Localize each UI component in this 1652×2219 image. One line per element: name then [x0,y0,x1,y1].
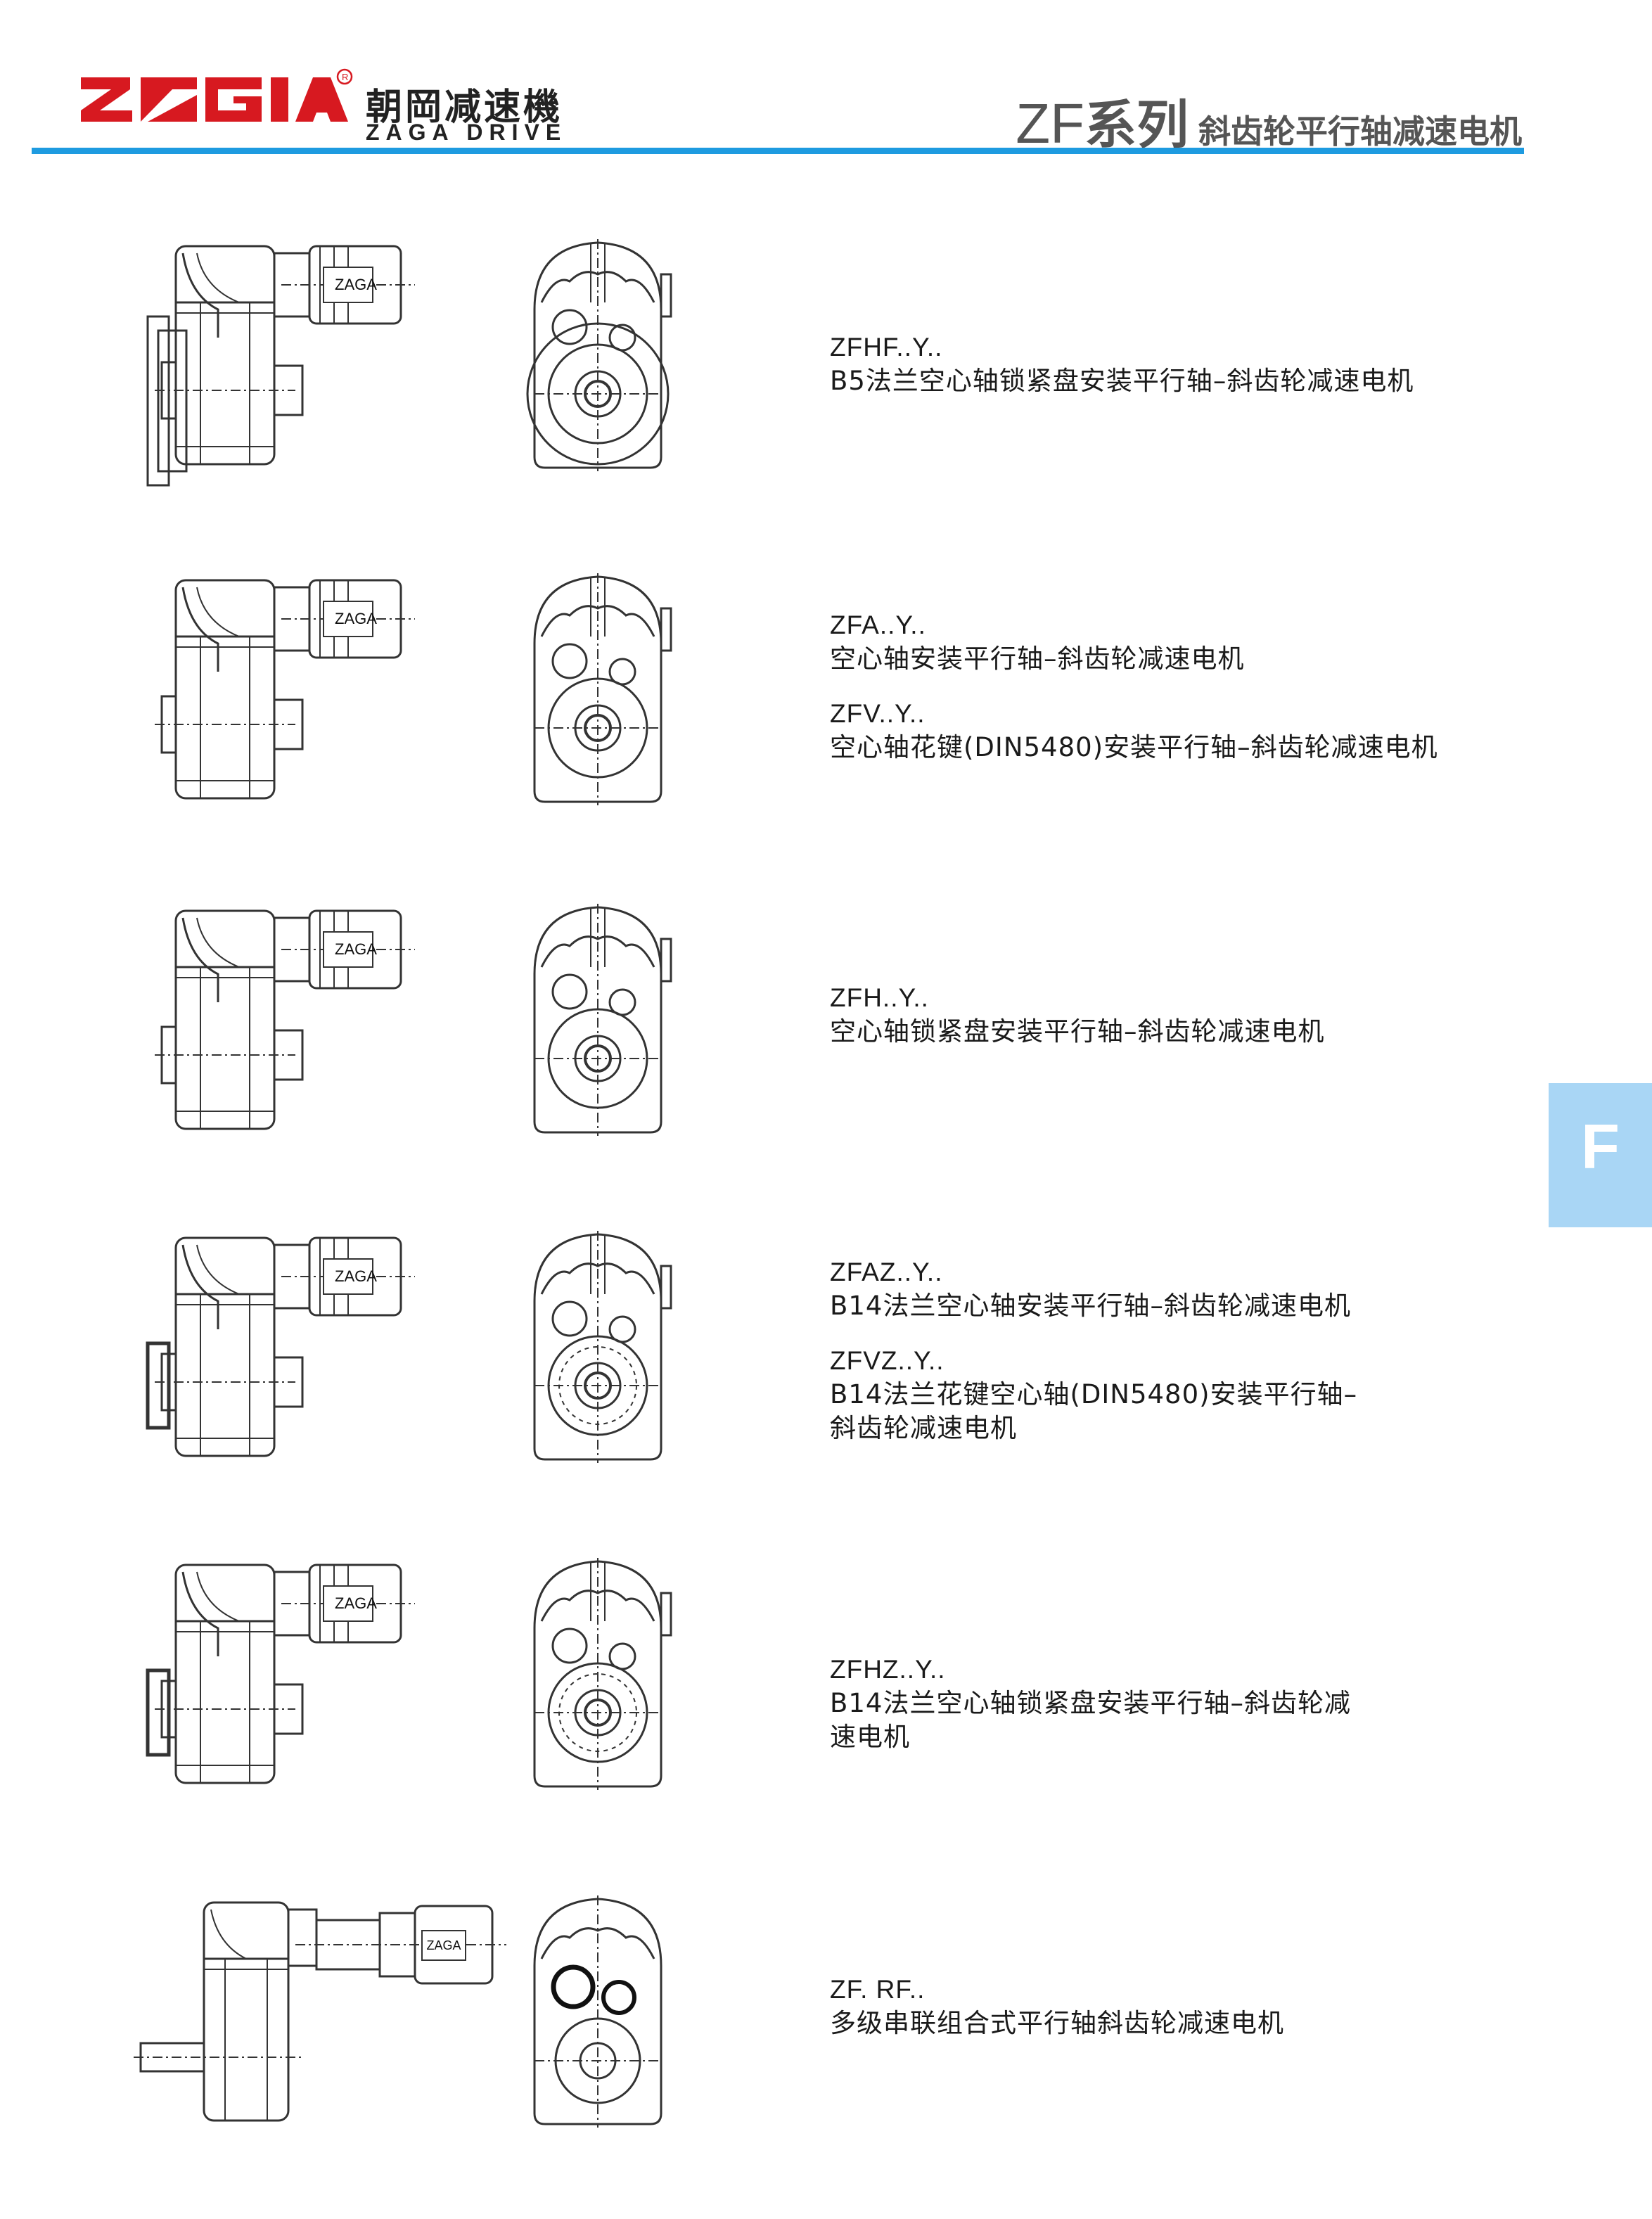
drawing-label: ZAGA [335,1594,377,1612]
brand-name-cn: 朝岡减速機 [366,87,563,129]
model-description: ZFHZ..Y.. B14法兰空心轴锁紧盘安装平行轴–斜齿轮减 速电机 [830,1653,1351,1754]
model-row-2: ZAGA ZFA..Y.. 空心轴安装平行轴–斜齿轮减速电机 ZFV..Y.. … [0,545,1652,826]
drawing-label: ZAGA [335,1267,377,1285]
model-description: ZFAZ..Y.. B14法兰空心轴安装平行轴–斜齿轮减速电机 ZFVZ..Y.… [830,1255,1357,1445]
model-code: ZFAZ..Y.. [830,1258,943,1286]
series-code: ZF [1016,92,1084,155]
brand-name-en: ZAGA DRIVE [366,120,568,145]
model-text: B14法兰花键空心轴(DIN5480)安装平行轴– [830,1379,1358,1409]
front-view-drawing [533,572,672,807]
side-view-drawing: ZAGA [146,245,416,487]
model-code: ZFVZ..Y.. [830,1346,945,1375]
series-word: 系列 [1084,95,1189,155]
front-view-drawing [533,1556,672,1791]
section-tab: F [1549,1083,1652,1227]
model-code: ZF. RF.. [830,1975,926,2004]
zaga-logo: R [77,67,359,133]
model-row-5: ZAGA ZFHZ..Y.. B14法兰空心轴锁紧盘安装平行轴–斜齿轮减 速电机 [0,1530,1652,1825]
front-view-drawing [533,1229,672,1464]
page-header: R 朝岡减速機 ZAGA DRIVE ZF系列斜齿轮平行轴减速电机 [0,0,1652,162]
model-code: ZFHF..Y.. [830,333,943,362]
model-text: 多级串联组合式平行轴斜齿轮减速电机 [830,2008,1284,2038]
model-code: ZFH..Y.. [830,983,929,1012]
model-description: ZF. RF.. 多级串联组合式平行轴斜齿轮减速电机 [830,1973,1284,2040]
model-code: ZFHZ..Y.. [830,1655,946,1684]
model-description: ZFHF..Y.. B5法兰空心轴锁紧盘安装平行轴–斜齿轮减速电机 [830,331,1414,398]
front-view-drawing [526,238,672,473]
side-view-drawing: ZAGA [153,909,416,1130]
model-row-4: ZAGA ZFAZ..Y.. B14法兰空心轴安装平行轴–斜齿轮减速电机 ZFV… [0,1203,1652,1484]
front-view-drawing [533,1895,662,2128]
model-description: ZFH..Y.. 空心轴锁紧盘安装平行轴–斜齿轮减速电机 [830,981,1325,1049]
model-text: B14法兰空心轴安装平行轴–斜齿轮减速电机 [830,1291,1351,1321]
side-view-drawing: ZAGA [146,1563,416,1784]
model-text: B14法兰空心轴锁紧盘安装平行轴–斜齿轮减 [830,1688,1351,1718]
model-text: 空心轴锁紧盘安装平行轴–斜齿轮减速电机 [830,1016,1325,1047]
model-code: ZFV..Y.. [830,699,926,728]
side-view-drawing: ZAGA [134,1901,506,2122]
model-text: 空心轴花键(DIN5480)安装平行轴–斜齿轮减速电机 [830,732,1438,762]
model-text: 速电机 [830,1722,910,1752]
series-description: 斜齿轮平行轴减速电机 [1198,113,1522,151]
side-view-drawing: ZAGA [146,1236,416,1457]
series-title: ZF系列斜齿轮平行轴减速电机 [1016,83,1522,158]
side-view-drawing: ZAGA [153,579,416,800]
drawing-label: ZAGA [335,940,377,958]
model-text: 斜齿轮减速电机 [830,1413,1017,1443]
model-description: ZFA..Y.. 空心轴安装平行轴–斜齿轮减速电机 ZFV..Y.. 空心轴花键… [830,608,1438,765]
model-row-1: ZAGA ZFHF..Y.. B5法兰空心轴锁紧盘安装平行轴–斜齿轮减速电机 [0,211,1652,506]
header-divider [32,148,1524,154]
section-tab-label: F [1581,1112,1620,1182]
model-row-6: ZAGA ZF. RF.. 多级串联组合式平行轴斜齿轮减速电机 [0,1867,1652,2163]
model-row-3: ZAGA ZFH..Y.. 空心轴锁紧盘安装平行轴–斜齿轮减速电机 [0,876,1652,1157]
model-code: ZFA..Y.. [830,610,926,639]
drawing-label: ZAGA [426,1938,461,1952]
drawing-label: ZAGA [335,610,377,627]
front-view-drawing [533,902,672,1137]
model-text: B5法兰空心轴锁紧盘安装平行轴–斜齿轮减速电机 [830,366,1414,396]
svg-text:R: R [342,72,348,82]
drawing-label: ZAGA [335,276,377,293]
model-text: 空心轴安装平行轴–斜齿轮减速电机 [830,644,1245,674]
